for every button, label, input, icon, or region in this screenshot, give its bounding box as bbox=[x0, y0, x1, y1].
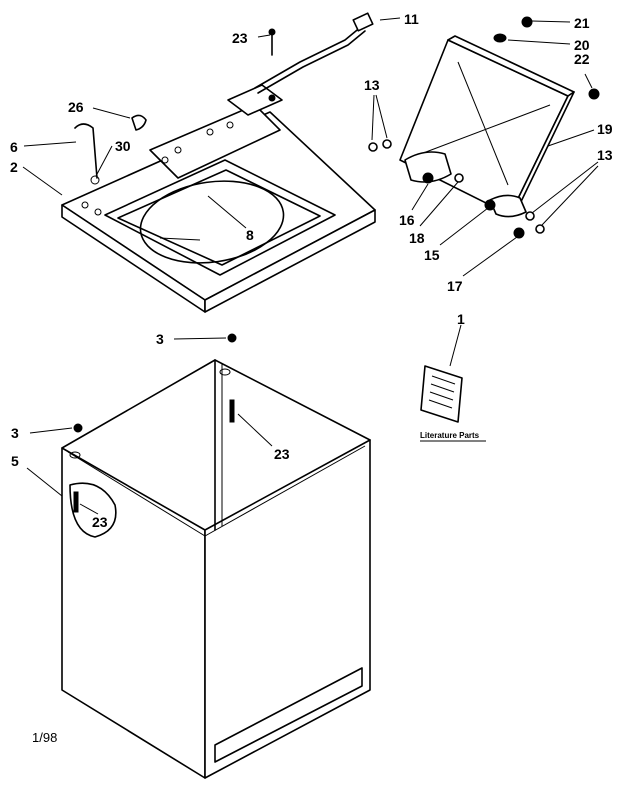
callout-23-top: 23 bbox=[232, 30, 248, 46]
part-16-hinge bbox=[422, 172, 434, 184]
callout-17: 17 bbox=[447, 278, 463, 294]
lid-switch-harness bbox=[227, 12, 374, 116]
part-23-screw-front bbox=[73, 491, 79, 513]
leader-lines bbox=[22, 17, 599, 515]
callout-20: 20 bbox=[574, 37, 590, 53]
cabinet bbox=[61, 359, 371, 779]
callout-11: 11 bbox=[404, 11, 419, 27]
part-3-clip-b bbox=[73, 423, 83, 433]
callout-30: 30 bbox=[115, 138, 131, 154]
callout-3-front: 3 bbox=[11, 425, 19, 441]
top-panel bbox=[61, 104, 376, 313]
literature-parts-booklet bbox=[420, 365, 463, 423]
callout-13-top: 13 bbox=[364, 77, 380, 93]
callout-18: 18 bbox=[409, 230, 425, 246]
callout-23-front: 23 bbox=[92, 514, 108, 530]
callout-1: 1 bbox=[457, 311, 465, 327]
callout-3-cabinet: 3 bbox=[156, 331, 164, 347]
part-30-grommet bbox=[90, 175, 100, 185]
footer-code: 1/98 bbox=[32, 730, 57, 745]
callout-labels: 11 23 21 20 22 26 13 6 30 2 19 13 8 16 1… bbox=[10, 11, 613, 530]
part-13-screw-d bbox=[535, 224, 545, 234]
part-15-hinge bbox=[484, 199, 496, 211]
part-13-screw-b bbox=[382, 139, 392, 149]
part-3-clip-a bbox=[227, 333, 237, 343]
callout-5: 5 bbox=[11, 453, 19, 469]
part-17-nut bbox=[513, 227, 525, 239]
callout-13-right: 13 bbox=[597, 147, 613, 163]
callout-22: 22 bbox=[574, 51, 590, 67]
lid-assembly bbox=[399, 35, 575, 218]
part-22-bumper bbox=[588, 88, 600, 100]
callout-16: 16 bbox=[399, 212, 415, 228]
part-23-screw-cabinet bbox=[229, 399, 235, 423]
part-13-screw-a bbox=[368, 142, 378, 152]
callout-23-cabinet: 23 bbox=[274, 446, 290, 462]
literature-parts-label: Literature Parts bbox=[420, 431, 480, 440]
part-26-bracket bbox=[131, 114, 147, 131]
part-21-bumper bbox=[521, 16, 533, 28]
callout-21: 21 bbox=[574, 15, 590, 31]
part-6-hinge bbox=[74, 123, 98, 179]
callout-15: 15 bbox=[424, 247, 440, 263]
callout-2: 2 bbox=[10, 159, 18, 175]
callout-26: 26 bbox=[68, 99, 84, 115]
callout-19: 19 bbox=[597, 121, 613, 137]
part-13-screw-c bbox=[525, 211, 535, 221]
callout-8: 8 bbox=[246, 227, 254, 243]
callout-6: 6 bbox=[10, 139, 18, 155]
part-20-bumper bbox=[493, 33, 507, 43]
part-18-pin bbox=[454, 173, 464, 183]
